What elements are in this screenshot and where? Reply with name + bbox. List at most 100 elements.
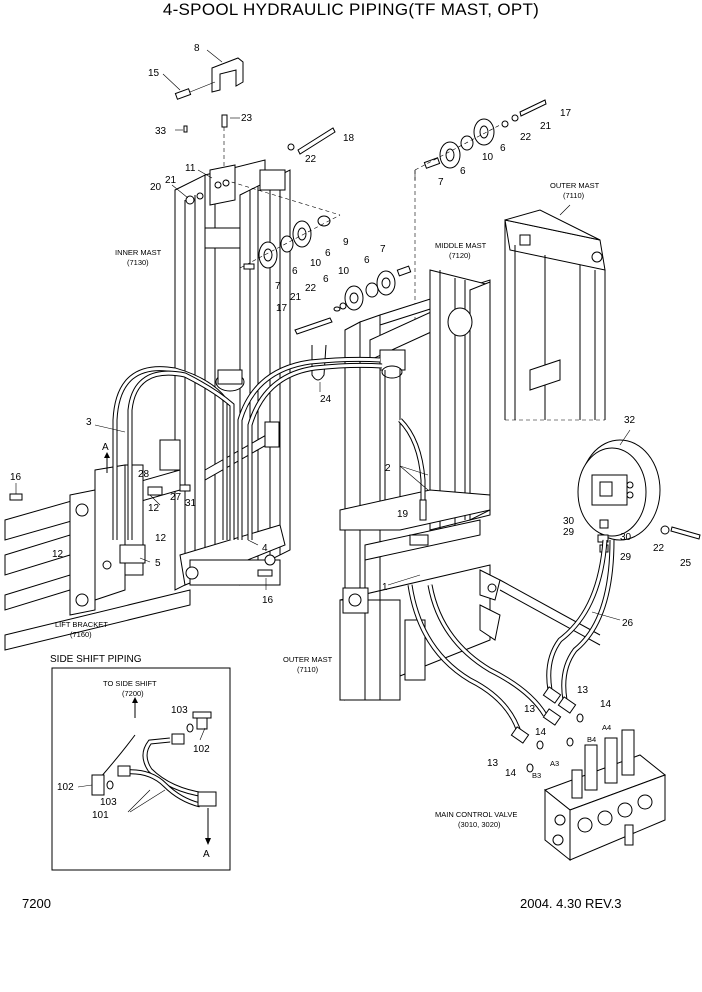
part-number: 14 [535,727,547,738]
main-control-valve-code: (3010, 3020) [458,820,501,829]
part-number: 22 [305,154,317,165]
outer-mast [499,209,606,646]
port-label: A3 [550,759,559,768]
part-number: 12 [148,503,160,514]
part-number: 16 [262,595,274,606]
to-side-shift-code: (7200) [122,689,144,698]
part-number: 30 [563,516,575,527]
part-number: 10 [338,266,350,277]
inner-mast-rollers [224,127,412,335]
part-number: 7 [438,177,444,188]
part-number: 16 [10,472,22,483]
part-number: 14 [505,768,517,779]
outer-mast-code: (7110) [563,191,585,200]
part-number: 24 [320,394,332,405]
part-number: 28 [138,469,150,480]
port-label: A4 [602,723,611,732]
middle-mast-label: MIDDLE MAST [435,241,487,250]
part-number: 3 [86,417,92,428]
component-labels: OUTER MAST (7110) INNER MAST (7130) MIDD… [50,181,611,860]
page-code: 7200 [22,896,51,911]
part-number: 26 [622,618,634,629]
part-number: 10 [310,258,322,269]
part-number: 6 [325,248,331,259]
part-number: 6 [364,255,370,266]
hoses [112,356,615,736]
hose-reel [577,439,701,553]
outer-mast-code-bottom: (7110) [297,665,319,674]
side-shift-title: SIDE SHIFT PIPING [50,654,142,665]
inner-mast-code: (7130) [127,258,149,267]
part-number: 12 [155,533,167,544]
part-number: 2 [385,463,391,474]
part-number: 25 [680,558,692,569]
part-number: 19 [397,509,409,520]
arrow-a-label: A [203,849,210,860]
top-bracket-parts [162,49,244,206]
port-label: B4 [587,735,596,744]
part-number: 17 [560,108,572,119]
to-side-shift-label: TO SIDE SHIFT [103,679,157,688]
lift-bracket-label: LIFT BRACKET [55,620,108,629]
part-number: 21 [540,121,552,132]
part-number: 22 [520,132,532,143]
part-number: 7 [380,244,386,255]
part-number: 13 [487,758,499,769]
part-number: 12 [52,549,64,560]
part-number: 13 [524,704,536,715]
arrow-a-label: A [102,442,109,453]
main-control-valve [543,729,667,862]
part-number: 10 [482,152,494,163]
leader-lines [9,170,631,621]
inner-mast-label: INNER MAST [115,248,162,257]
part-number: 6 [460,166,466,177]
part-number: 6 [500,143,506,154]
part-number: 14 [600,699,612,710]
part-number: 31 [185,498,197,509]
middle-mast-rollers [414,99,547,320]
part-number: 13 [577,685,589,696]
part-number: 29 [563,527,575,538]
side-shift-inset [51,667,231,871]
part-number: 103 [100,797,117,808]
lift-bracket [4,439,191,651]
part-number: 101 [92,810,109,821]
part-number: 7 [275,281,281,292]
part-number: 17 [276,303,288,314]
part-number: 21 [290,292,302,303]
part-number: 29 [620,552,632,563]
part-number: 102 [193,744,210,755]
part-number: 11 [185,163,196,174]
part-number: 103 [171,705,188,716]
part-number: 6 [292,266,298,277]
part-number: 22 [305,283,317,294]
part-number: 8 [194,43,200,54]
part-number: 102 [57,782,74,793]
part-number: 21 [165,175,177,186]
lift-bracket-code: (7160) [70,630,92,639]
part-number: 9 [343,237,349,248]
middle-mast [311,269,501,701]
part-number: 18 [343,133,355,144]
part-number: 23 [241,113,253,124]
part-number: 15 [148,68,160,79]
main-control-valve-label: MAIN CONTROL VALVE [435,810,517,819]
part-number: 30 [620,532,632,543]
middle-mast-code: (7120) [449,251,471,260]
part-number: 1 [382,582,388,593]
part-number: 5 [155,558,161,569]
valve-fittings [510,686,584,773]
part-number: 27 [170,492,182,503]
part-numbers: 8 15 23 33 11 21 20 18 22 9 6 10 6 7 7 6… [10,43,692,821]
port-label: B3 [532,771,541,780]
outer-mast-label: OUTER MAST [550,181,600,190]
part-number: 4 [262,543,268,554]
part-number: 6 [323,274,329,285]
part-number: 20 [150,182,162,193]
page-title: 4-SPOOL HYDRAULIC PIPING(TF MAST, OPT) [162,0,540,19]
outer-mast-label-bottom: OUTER MAST [283,655,333,664]
part-number: 32 [624,415,636,426]
part-number: 22 [653,543,665,554]
part-number: 33 [155,126,167,137]
